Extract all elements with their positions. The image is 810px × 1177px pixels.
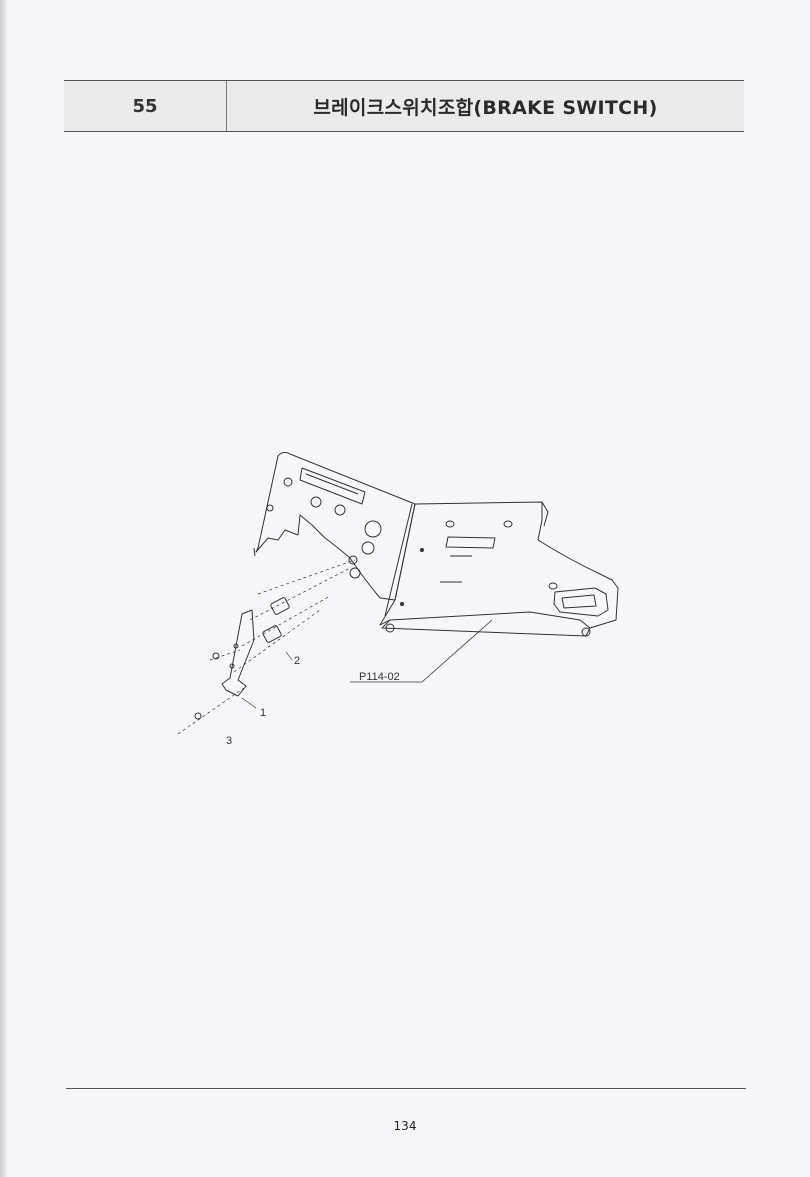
right-handle bbox=[553, 587, 609, 617]
bracket-plate bbox=[255, 451, 416, 601]
callout-part-3: 3 bbox=[226, 735, 232, 747]
page-edge-shadow bbox=[0, 0, 7, 1177]
page-number: 134 bbox=[393, 1119, 417, 1133]
footer-rule bbox=[66, 1088, 746, 1089]
part-3-washer bbox=[212, 652, 220, 660]
section-number: 55 bbox=[64, 81, 227, 131]
bracket-slot bbox=[299, 467, 366, 505]
part-2-switches bbox=[262, 597, 290, 643]
section-title: 브레이크스위치조합(BRAKE SWITCH) bbox=[313, 96, 658, 119]
section-header: 55 브레이크스위치조합(BRAKE SWITCH) bbox=[64, 80, 744, 132]
exploded-parts-diagram: 1 2 3 P114-02 bbox=[150, 440, 640, 770]
reference-leader-line bbox=[350, 619, 493, 683]
callout-part-1: 1 bbox=[260, 707, 266, 719]
callout-reference: P114-02 bbox=[359, 671, 400, 683]
part-1-bracket bbox=[221, 609, 255, 697]
callout-part-2: 2 bbox=[294, 655, 300, 667]
base-plate bbox=[379, 501, 619, 629]
